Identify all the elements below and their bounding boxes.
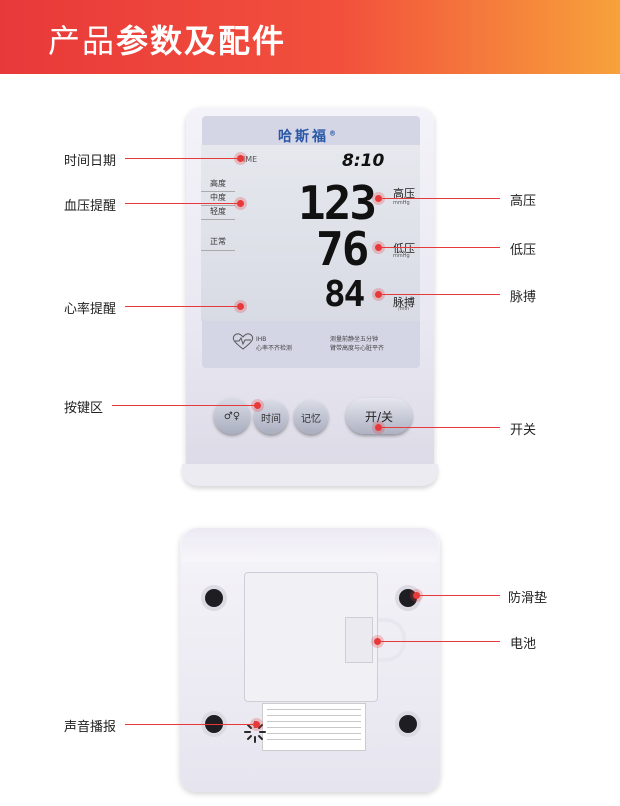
callout-line-bp-alert [125, 203, 237, 204]
callout-dot-diastolic [375, 244, 382, 251]
usage-note-line2: 臂带高度与心脏平齐 [330, 345, 385, 352]
level-medium: 中度 [201, 192, 235, 206]
banner-title-bold: 参数及配件 [116, 22, 287, 60]
callout-line-antislip [420, 595, 500, 596]
callout-line-power [382, 427, 500, 428]
antislip-pad-bottom-right [399, 715, 417, 733]
callout-dot-buttons [254, 402, 261, 409]
callout-line-pulse [382, 294, 500, 295]
usage-note: 测量前静坐五分钟 臂带高度与心脏平齐 [330, 335, 384, 353]
brand-name: 哈斯福 [278, 129, 329, 145]
callout-bp-alert: 血压提醒 [64, 199, 117, 214]
systolic-unit-label: 高压 [393, 187, 415, 200]
callout-line-hr-alert [125, 306, 237, 307]
callout-dot-antislip [413, 592, 420, 599]
ihb-label: IHB [256, 336, 267, 343]
callout-pulse: 脉搏 [510, 290, 537, 305]
level-mild: 轻度 [201, 206, 235, 220]
callout-dot-pulse [375, 291, 382, 298]
callout-antislip: 防滑垫 [508, 591, 548, 606]
banner-title-light: 产品 [48, 22, 117, 60]
usage-note-line1: 测量前静坐五分钟 [330, 336, 379, 343]
pulse-unit-label: 脉搏 [393, 296, 415, 309]
monitor-back-top [182, 528, 438, 562]
callout-power: 开关 [510, 423, 537, 438]
callout-line-battery [381, 641, 500, 642]
heart-pulse-icon [232, 333, 254, 350]
callout-dot-bp-alert [237, 200, 244, 207]
ihb-block: IHB 心率不齐检测 [256, 335, 292, 353]
brand-mark: ® [329, 129, 339, 138]
callout-speaker: 声音播报 [64, 720, 117, 735]
callout-dot-time-date [237, 155, 244, 162]
systolic-mmhg: mmHg [393, 200, 410, 206]
battery-ring [378, 618, 406, 662]
callout-dot-speaker [253, 721, 260, 728]
clock-readout: 8:10 [342, 151, 385, 171]
callout-buttons: 按键区 [64, 401, 104, 416]
brand-logo: 哈斯福® [278, 126, 339, 146]
callout-line-systolic [382, 198, 500, 199]
level-normal: 正常 [201, 236, 235, 251]
callout-battery: 电池 [510, 637, 537, 652]
pulse-per-min: /min [398, 306, 410, 312]
pulse-value: 84 [324, 274, 365, 315]
callout-line-diastolic [382, 247, 500, 248]
time-label: TIME [238, 155, 258, 164]
callout-hr-alert: 心率提醒 [64, 302, 117, 317]
memory-button[interactable]: 记忆 [294, 400, 328, 434]
spec-sticker [262, 703, 366, 751]
level-high: 高度 [201, 178, 235, 192]
callout-time-date: 时间日期 [64, 154, 117, 169]
header-banner: 产品 参数及配件 [0, 0, 620, 74]
callout-dot-battery [374, 638, 381, 645]
callout-dot-hr-alert [237, 303, 244, 310]
callout-line-buttons [112, 405, 254, 406]
pressure-level-scale: 高度 中度 轻度 正常 [201, 178, 235, 288]
user-select-button[interactable]: ♂♀ [214, 398, 250, 434]
callout-diastolic: 低压 [510, 243, 537, 258]
lcd-display [201, 145, 420, 321]
ihb-description: 心率不齐检测 [256, 345, 293, 352]
battery-latch[interactable] [345, 617, 373, 663]
callout-dot-systolic [375, 195, 382, 202]
callout-line-time-date [125, 158, 237, 159]
diastolic-unit-label: 低压 [393, 242, 415, 255]
callout-dot-power [375, 424, 382, 431]
monitor-front-base [182, 464, 438, 486]
diastolic-value: 76 [316, 222, 369, 276]
antislip-pad-top-left [205, 589, 223, 607]
callout-systolic: 高压 [510, 194, 537, 209]
diastolic-mmhg: mmHg [393, 253, 410, 259]
systolic-value: 123 [298, 176, 377, 230]
callout-line-speaker [125, 724, 253, 725]
antislip-pad-top-right [399, 589, 417, 607]
